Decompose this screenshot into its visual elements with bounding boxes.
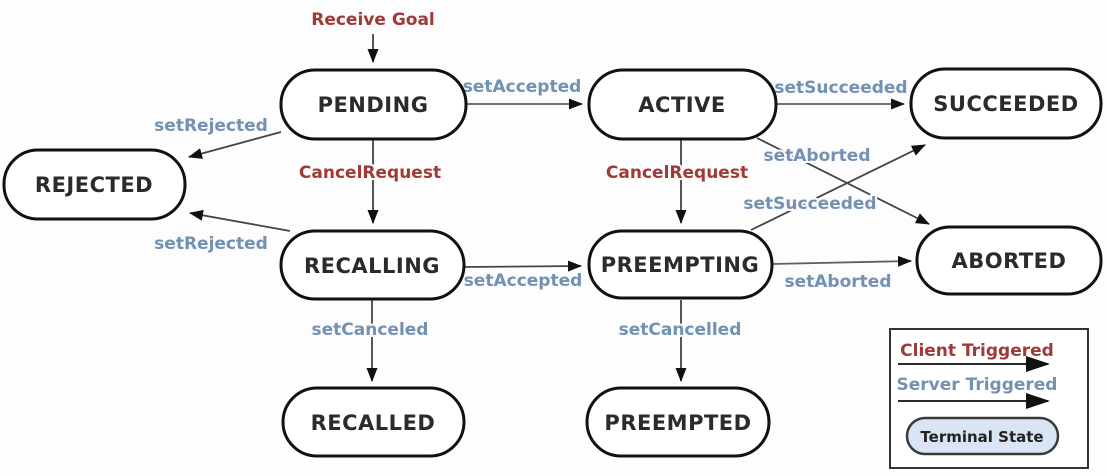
label-pending-to-recalling: CancelRequest <box>299 163 441 183</box>
state-succeeded-shape <box>909 67 1103 140</box>
arrow-recalling-to-preempting <box>463 260 582 272</box>
arrow-recalling-to-rejected <box>189 209 291 232</box>
label-receive-goal: Receive Goal <box>311 10 435 30</box>
legend-terminal-state-pill <box>905 416 1060 456</box>
label-recalling-to-preempting: setAccepted <box>464 271 583 291</box>
arrow-pending-to-rejected <box>188 131 282 159</box>
state-recalling: RECALLING <box>279 229 466 301</box>
label-recalling-to-rejected: setRejected <box>154 234 268 254</box>
label-pending-to-active: setAccepted <box>463 77 582 97</box>
state-rejected: REJECTED <box>2 148 187 221</box>
state-succeeded: SUCCEEDED <box>909 67 1103 140</box>
label-recalling-to-recalled: setCanceled <box>312 320 429 340</box>
arrow-active-to-aborted <box>756 137 930 225</box>
state-aborted-label: ABORTED <box>952 249 1067 273</box>
state-recalling-label: RECALLING <box>304 254 440 278</box>
state-preempting-label: PREEMPTING <box>601 253 760 277</box>
state-aborted-shape <box>915 225 1103 296</box>
label-pending-to-rejected: setRejected <box>154 116 268 136</box>
label-active-to-aborted: setAborted <box>764 146 871 166</box>
label-preempting-to-aborted: setAborted <box>785 272 892 292</box>
state-aborted: ABORTED <box>915 225 1103 296</box>
state-rejected-label: REJECTED <box>35 173 153 197</box>
state-preempted: PREEMPTED <box>585 386 771 458</box>
transition-arrows <box>188 34 930 382</box>
state-active-label: ACTIVE <box>638 93 725 117</box>
legend: Client Triggered Server Triggered Termin… <box>889 328 1089 469</box>
label-active-to-preempting: CancelRequest <box>606 163 748 183</box>
state-succeeded-label: SUCCEEDED <box>933 92 1078 116</box>
state-recalling-shape <box>279 229 466 301</box>
state-pending-shape <box>279 68 468 141</box>
state-preempted-shape <box>585 386 771 458</box>
label-preempting-to-preempted: setCancelled <box>619 320 742 340</box>
arrow-preempting-to-succeeded <box>750 144 926 231</box>
state-active-shape <box>587 68 778 141</box>
state-pending: PENDING <box>279 68 468 141</box>
state-preempting-shape <box>587 229 774 300</box>
state-recalled-label: RECALLED <box>311 411 436 435</box>
state-recalled-shape <box>281 386 466 458</box>
label-preempting-to-succeeded: setSucceeded <box>743 194 876 214</box>
state-active: ACTIVE <box>587 68 778 141</box>
legend-server-triggered-label: Server Triggered <box>897 375 1058 395</box>
state-rejected-shape <box>2 148 187 221</box>
legend-client-triggered-label: Client Triggered <box>900 341 1054 361</box>
legend-terminal-state-label: Terminal State <box>920 428 1043 446</box>
arrow-preempting-to-aborted <box>771 255 912 267</box>
state-pending-label: PENDING <box>318 93 429 117</box>
state-preempting: PREEMPTING <box>587 229 774 300</box>
state-recalled: RECALLED <box>281 386 466 458</box>
transition-labels: Receive Goal setAccepted setSucceeded se… <box>152 8 909 342</box>
label-active-to-succeeded: setSucceeded <box>774 78 907 98</box>
state-preempted-label: PREEMPTED <box>604 411 751 435</box>
